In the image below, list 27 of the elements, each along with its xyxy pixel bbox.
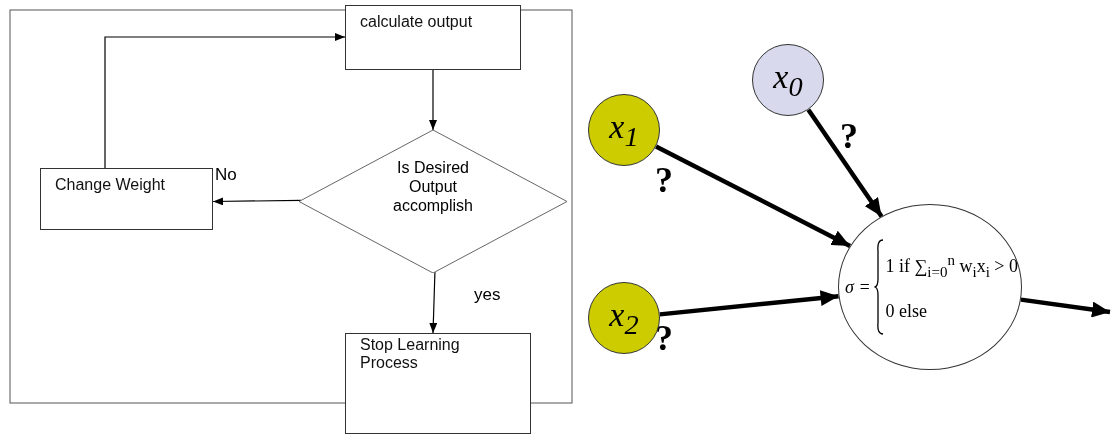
box-label: Stop Learning Process [360, 336, 461, 373]
process-box [345, 333, 531, 434]
variable-label: x$_{1}$ [609, 107, 639, 153]
process-box [40, 168, 213, 230]
arrow [429, 271, 438, 334]
variable-label: x$_{0}$ [773, 57, 803, 103]
box-label: Change Weight [55, 175, 166, 195]
arrow [655, 144, 852, 248]
process-box [345, 5, 521, 70]
decision-diamond [299, 130, 567, 273]
arrow [429, 69, 437, 131]
edge-label: No [215, 166, 237, 183]
edge-label: ? [655, 162, 673, 198]
arrow [1020, 297, 1111, 318]
variable-label: x$_{2}$ [609, 295, 639, 341]
arrow [212, 197, 302, 206]
formula-label: 0 else [885, 300, 928, 322]
edge-label: ? [840, 118, 858, 154]
edge-label: yes [474, 286, 501, 303]
arrow [104, 33, 346, 169]
arrow [659, 290, 839, 317]
box-label: calculate output [360, 12, 474, 32]
formula-label: σ = [845, 276, 871, 298]
arrow [806, 108, 884, 218]
formula-label: 1 if ∑$_{i=0}$$^{n}$ w$_{i}$x$_{i}$ > 0 [885, 252, 1018, 281]
decision-label: Is Desired Output accomplish [392, 158, 474, 216]
edge-label: ? [655, 320, 673, 356]
